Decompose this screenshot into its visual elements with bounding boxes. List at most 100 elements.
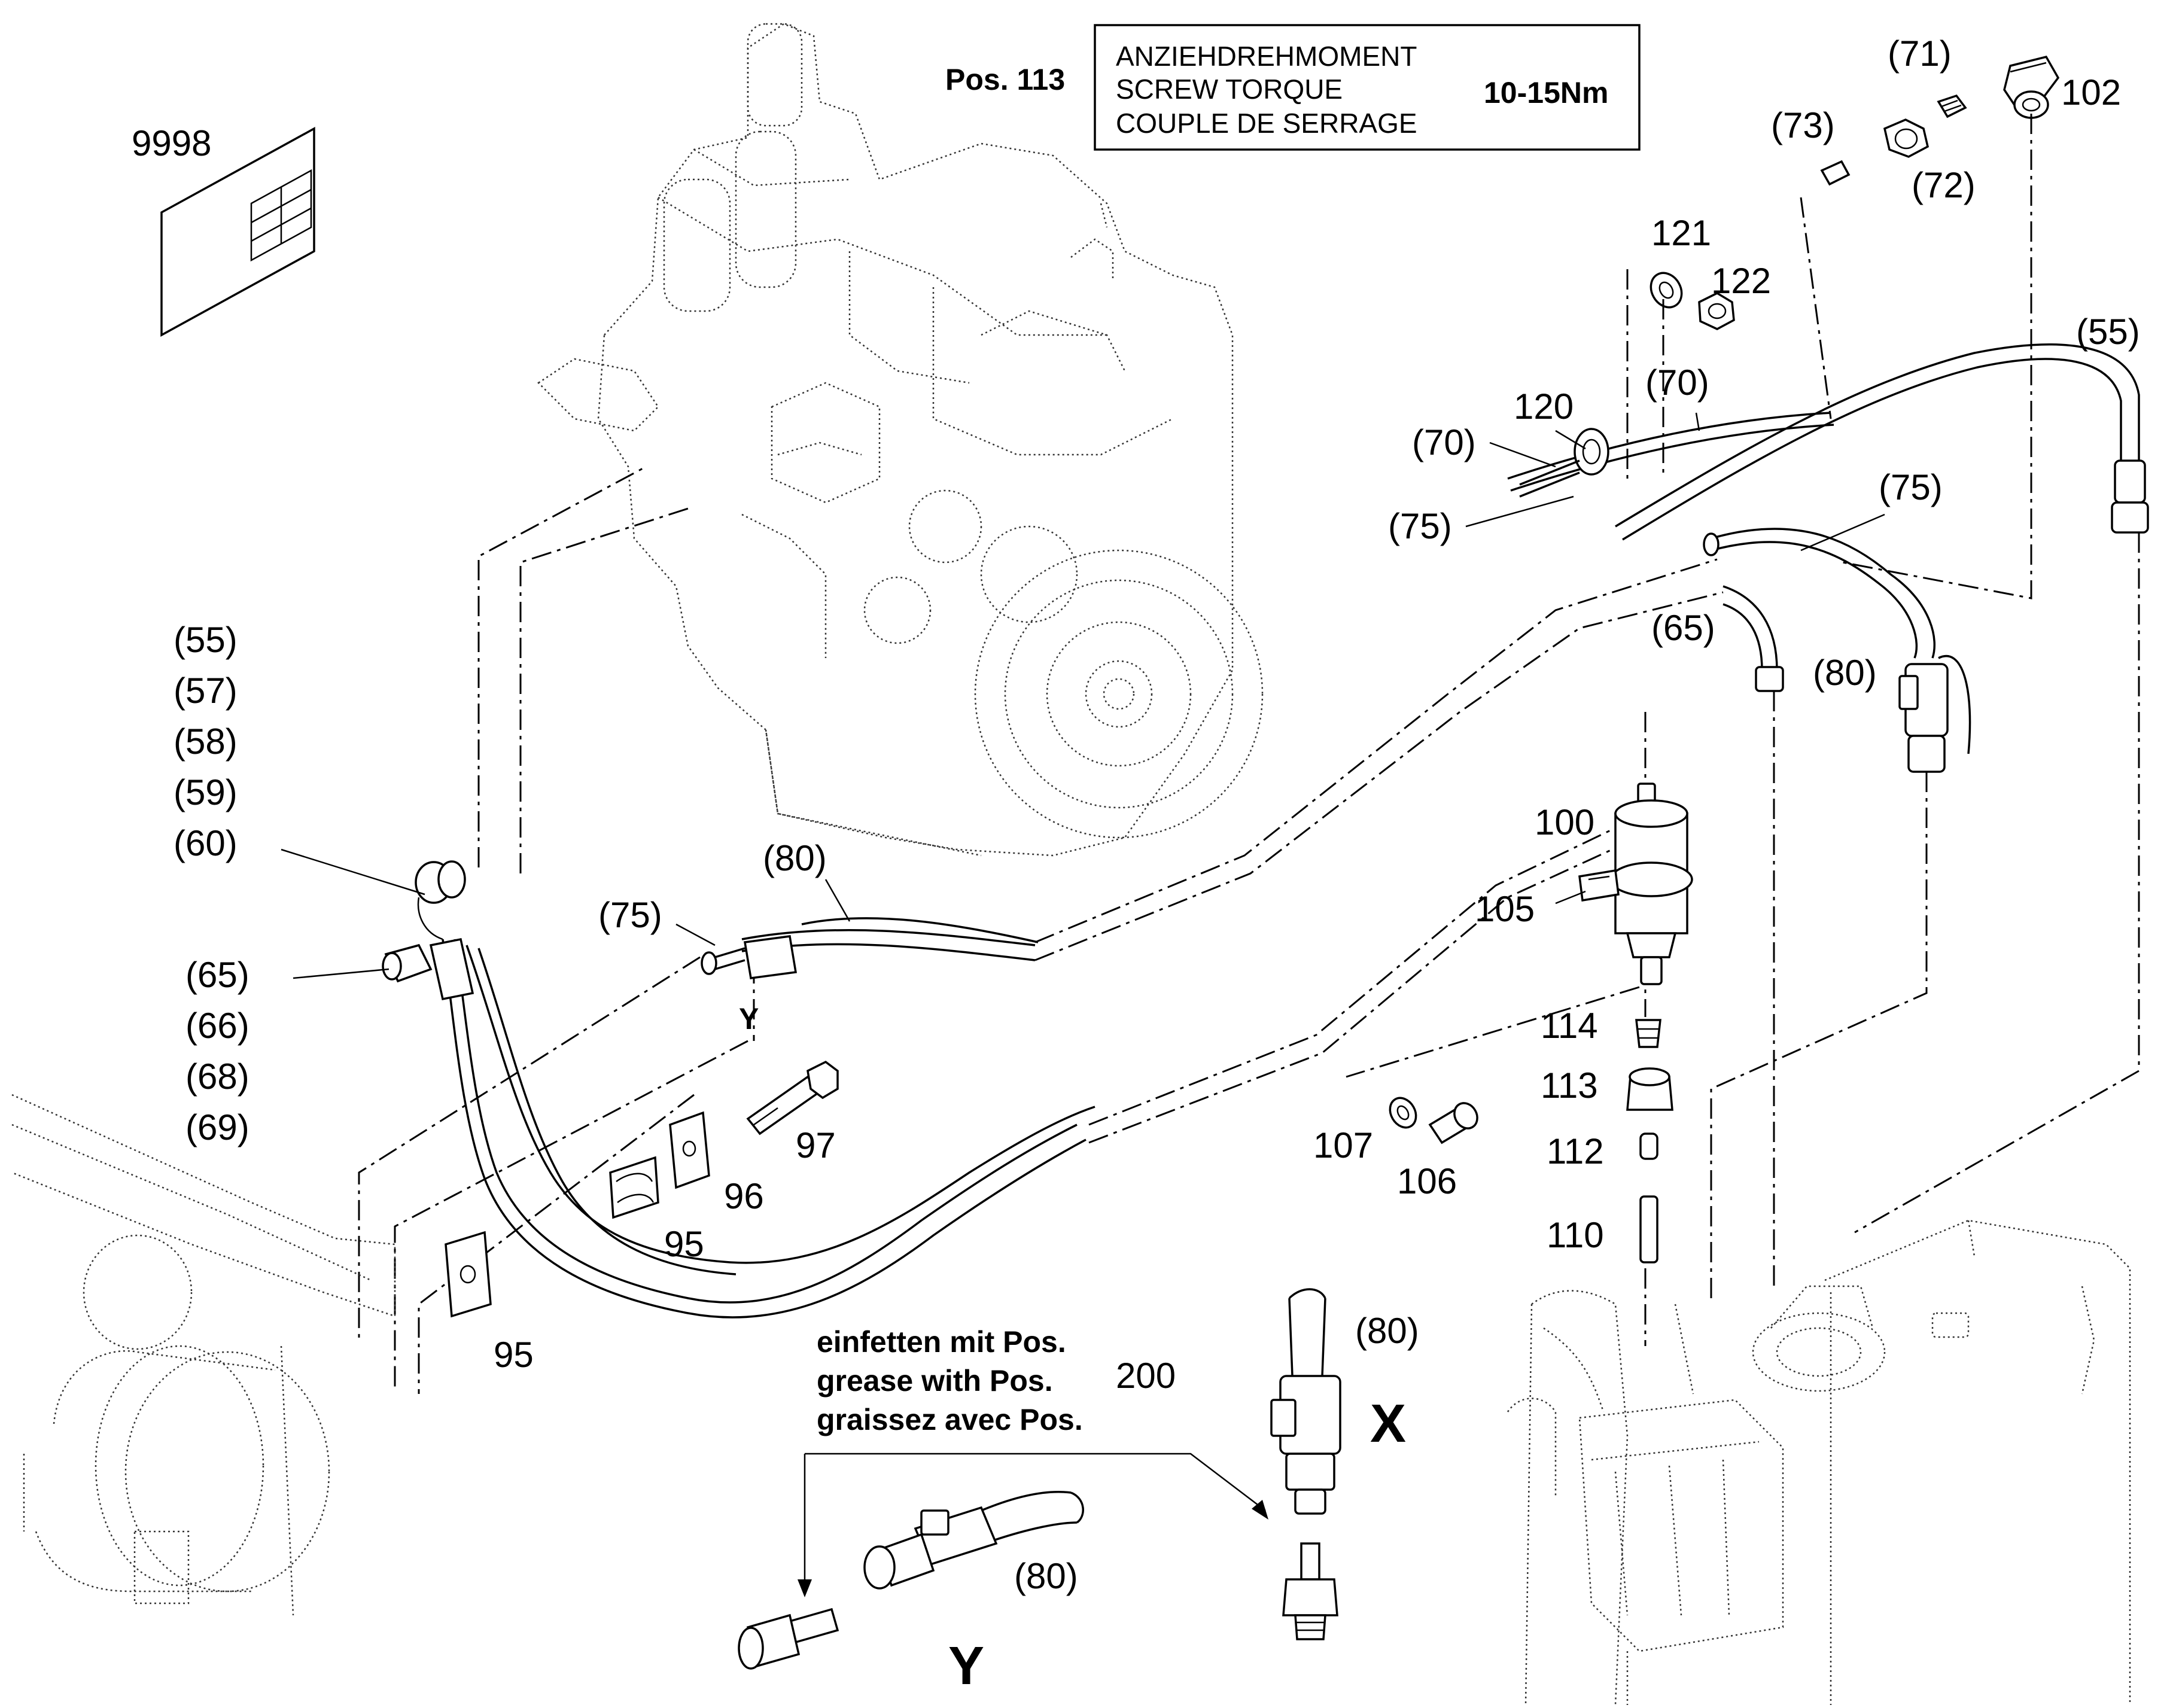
hose-75-top xyxy=(1703,528,1936,659)
connector-left-65 xyxy=(382,937,474,1001)
nut-113 xyxy=(1626,1067,1673,1111)
assembly-lines xyxy=(358,114,2140,1394)
sensor-left-55 xyxy=(415,860,466,940)
leader-75-b xyxy=(1800,513,1885,552)
label-73: (73) xyxy=(1771,105,1835,145)
label-71: (71) xyxy=(1888,34,1952,74)
grease-line-fr: graissez avec Pos. xyxy=(817,1403,1083,1436)
label-65-right: (65) xyxy=(1651,608,1715,648)
leader-120 xyxy=(1555,430,1586,450)
hose-70 xyxy=(1507,412,1834,492)
label-80-x: (80) xyxy=(1355,1311,1419,1351)
label-55-left: (55) xyxy=(174,620,238,660)
fitting-102-elbow xyxy=(2003,55,2060,119)
label-69: (69) xyxy=(185,1107,249,1147)
label-113: 113 xyxy=(1541,1065,1598,1106)
label-75-mid: (75) xyxy=(598,895,662,935)
leader-75-mid xyxy=(675,923,716,946)
label-80-right: (80) xyxy=(1813,653,1877,693)
label-114: 114 xyxy=(1541,1006,1598,1046)
label-105: 105 xyxy=(1475,889,1535,929)
label-72: (72) xyxy=(1912,165,1976,205)
label-120: 120 xyxy=(1514,386,1574,427)
washer-107 xyxy=(1389,1097,1417,1129)
label-65-left: (65) xyxy=(185,955,249,995)
label-96: 96 xyxy=(724,1176,764,1216)
leader-70-a xyxy=(1695,412,1700,431)
label-80-mid: (80) xyxy=(763,838,827,878)
leader-105 xyxy=(1555,890,1586,905)
clip-95-b xyxy=(445,1231,492,1318)
grease-line-de: einfetten mit Pos. xyxy=(817,1325,1066,1359)
grease-arrowhead-y xyxy=(798,1579,812,1597)
leader-55-left xyxy=(281,848,425,896)
label-110: 110 xyxy=(1547,1215,1604,1255)
detail-y-connector xyxy=(738,1491,1084,1670)
plate-96 xyxy=(669,1111,710,1189)
connector-mid-80 xyxy=(701,917,1039,979)
exhaust-assembly xyxy=(11,1094,396,1616)
hose-bundle-left xyxy=(442,939,1095,1319)
label-97: 97 xyxy=(796,1125,836,1165)
label-57: (57) xyxy=(174,671,238,711)
clamp-105 xyxy=(1578,869,1620,902)
label-100: 100 xyxy=(1535,802,1594,842)
nut-122 xyxy=(1698,292,1735,330)
label-95-b: 95 xyxy=(494,1335,534,1375)
washer-121 xyxy=(1650,272,1683,309)
label-112: 112 xyxy=(1547,1131,1604,1171)
torque-line-en: SCREW TORQUE xyxy=(1116,74,1343,105)
label-59: (59) xyxy=(174,772,238,812)
torque-line-fr: COUPLE DE SERRAGE xyxy=(1116,108,1417,139)
grease-line-en: grease with Pos. xyxy=(817,1364,1053,1398)
label-9998: 9998 xyxy=(132,123,211,163)
fitting-71-insert xyxy=(1937,94,1967,118)
label-plate-9998: 9998 xyxy=(132,123,315,337)
label-122: 122 xyxy=(1711,261,1771,301)
fitting-72-nut xyxy=(1883,118,1930,158)
sensor-100 xyxy=(1609,783,1693,985)
label-75-b: (75) xyxy=(1879,467,1943,507)
label-66: (66) xyxy=(185,1006,249,1046)
detail-x-connector xyxy=(1270,1288,1341,1640)
detail-marker-x: X xyxy=(1370,1394,1406,1454)
label-80-y: (80) xyxy=(1014,1556,1078,1596)
ring-112 xyxy=(1639,1132,1658,1160)
tank-valve-assembly xyxy=(1507,1219,2131,1706)
bolt-97 xyxy=(746,1060,839,1135)
label-121: 121 xyxy=(1651,213,1711,253)
detail-marker-y: Y xyxy=(948,1636,984,1696)
grommet-120 xyxy=(1519,428,1609,498)
grease-arrow-line-x xyxy=(805,1453,1266,1511)
torque-line-de: ANZIEHDREHMOMENT xyxy=(1116,41,1417,72)
label-95-a: 95 xyxy=(664,1224,704,1264)
fitting-73-ring xyxy=(1820,160,1851,186)
torque-value: 10-15Nm xyxy=(1484,76,1608,109)
label-55-top: (55) xyxy=(2076,312,2140,352)
clip-95-a xyxy=(609,1156,659,1219)
detail-marker-y-small: Y xyxy=(739,1002,759,1036)
hose-65-elbow xyxy=(1722,585,1784,692)
label-68: (68) xyxy=(185,1057,249,1097)
grease-note: einfetten mit Pos. grease with Pos. grai… xyxy=(798,1325,1268,1597)
label-106: 106 xyxy=(1397,1161,1457,1201)
label-70-b: (70) xyxy=(1412,422,1476,462)
label-58: (58) xyxy=(174,721,238,762)
label-70-a: (70) xyxy=(1645,363,1709,403)
connector-80-right xyxy=(1898,654,1971,773)
fitting-114 xyxy=(1635,1019,1661,1048)
label-75-a: (75) xyxy=(1388,506,1452,546)
screw-106 xyxy=(1428,1102,1478,1144)
torque-pos-label: Pos. 113 xyxy=(945,63,1065,96)
tube-110 xyxy=(1639,1195,1658,1264)
hose-55 xyxy=(1615,343,2149,541)
grease-arrowhead-x xyxy=(1252,1500,1268,1520)
label-102: 102 xyxy=(2061,72,2121,112)
label-107: 107 xyxy=(1313,1125,1373,1165)
leader-70-b xyxy=(1489,442,1556,468)
leader-65-left xyxy=(293,968,389,979)
leader-80-mid xyxy=(824,879,851,922)
engine-illustration xyxy=(537,23,1264,857)
torque-spec-box: Pos. 113 ANZIEHDREHMOMENT SCREW TORQUE C… xyxy=(945,24,1641,151)
